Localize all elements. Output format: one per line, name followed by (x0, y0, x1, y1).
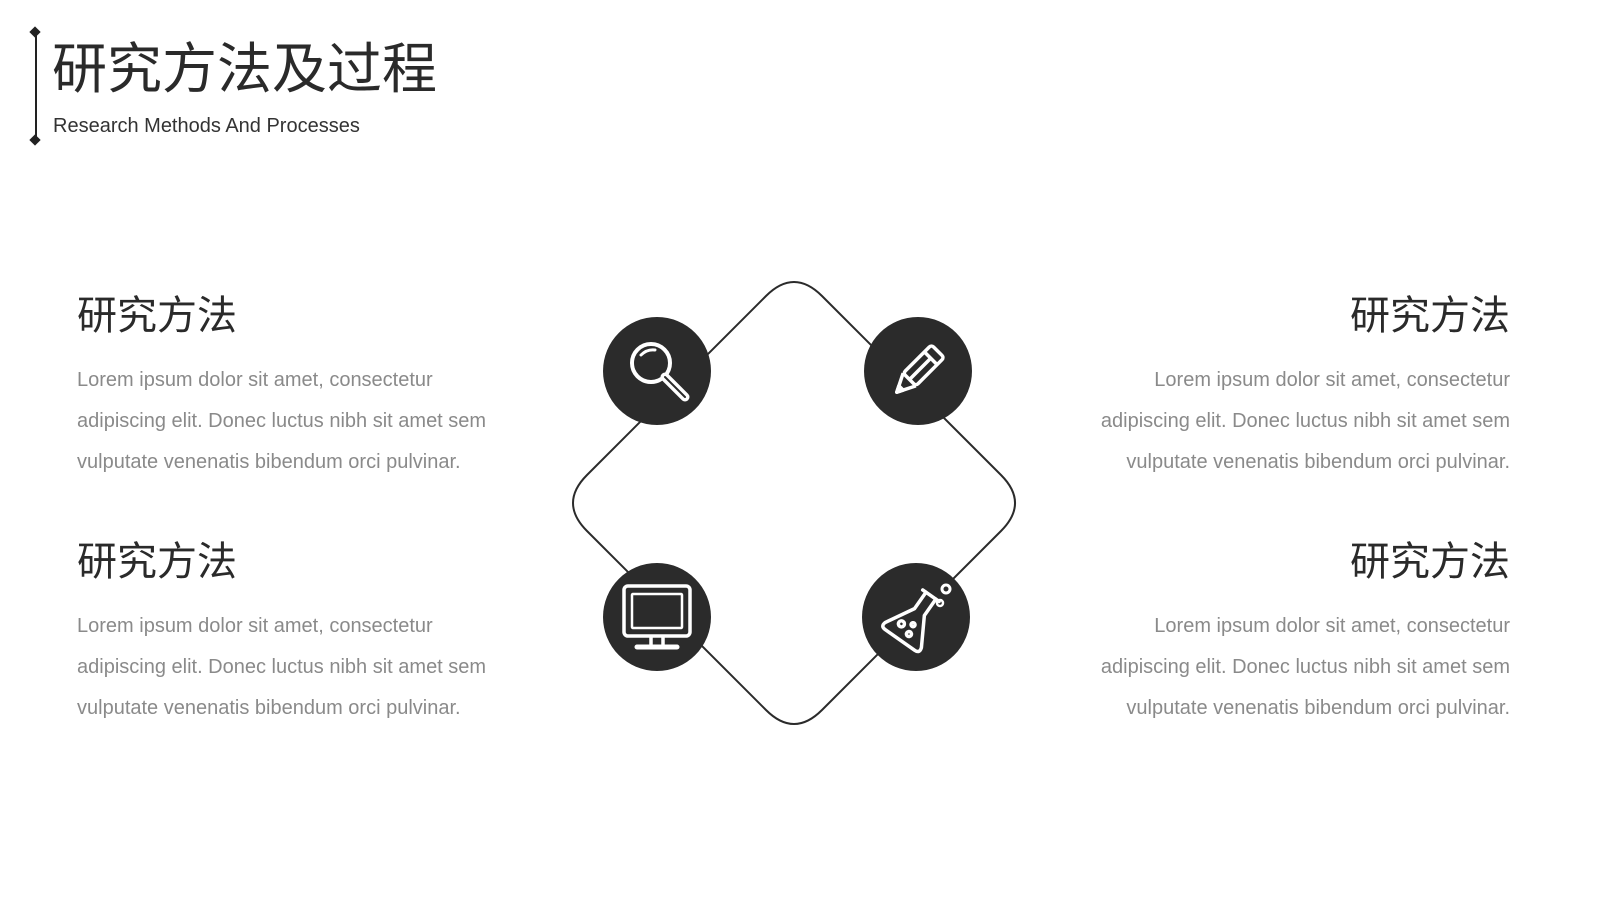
cycle-outline (572, 281, 1016, 725)
pencil-icon (895, 344, 945, 394)
block-body: Lorem ipsum dolor sit amet, consectetur … (77, 369, 487, 473)
pencil-node (864, 317, 972, 425)
cycle-diagram-svg (572, 281, 1016, 725)
block-body: Lorem ipsum dolor sit amet, consectetur … (77, 615, 487, 719)
monitor-circle (603, 563, 711, 671)
magnifier-circle (603, 317, 711, 425)
monitor-icon (622, 584, 692, 650)
block-body: Lorem ipsum dolor sit amet, consectetur … (1100, 615, 1510, 719)
flask-circle (862, 563, 970, 671)
title-accent-diamond-bottom (29, 134, 41, 146)
cycle-diagram (540, 250, 1050, 760)
text-block-top-left: 研究方法 Lorem ipsum dolor sit amet, consect… (77, 292, 517, 483)
block-title: 研究方法 (1350, 293, 1510, 339)
text-block-bottom-right: 研究方法 Lorem ipsum dolor sit amet, consect… (1070, 538, 1510, 729)
block-title: 研究方法 (77, 539, 237, 585)
title-accent-diamond-top (29, 26, 41, 38)
block-body: Lorem ipsum dolor sit amet, consectetur … (1100, 369, 1510, 473)
page-title: 研究方法及过程 (52, 37, 438, 101)
block-title: 研究方法 (77, 293, 237, 339)
magnifier-icon (630, 342, 690, 402)
flask-icon (881, 583, 952, 654)
magnifier-node (603, 317, 711, 425)
monitor-node (603, 563, 711, 671)
text-block-top-right: 研究方法 Lorem ipsum dolor sit amet, consect… (1070, 292, 1510, 483)
block-title: 研究方法 (1350, 539, 1510, 585)
page-subtitle: Research Methods And Processes (53, 115, 360, 137)
text-block-bottom-left: 研究方法 Lorem ipsum dolor sit amet, consect… (77, 538, 517, 729)
flask-node (862, 563, 970, 671)
title-accent-bar (29, 26, 41, 146)
